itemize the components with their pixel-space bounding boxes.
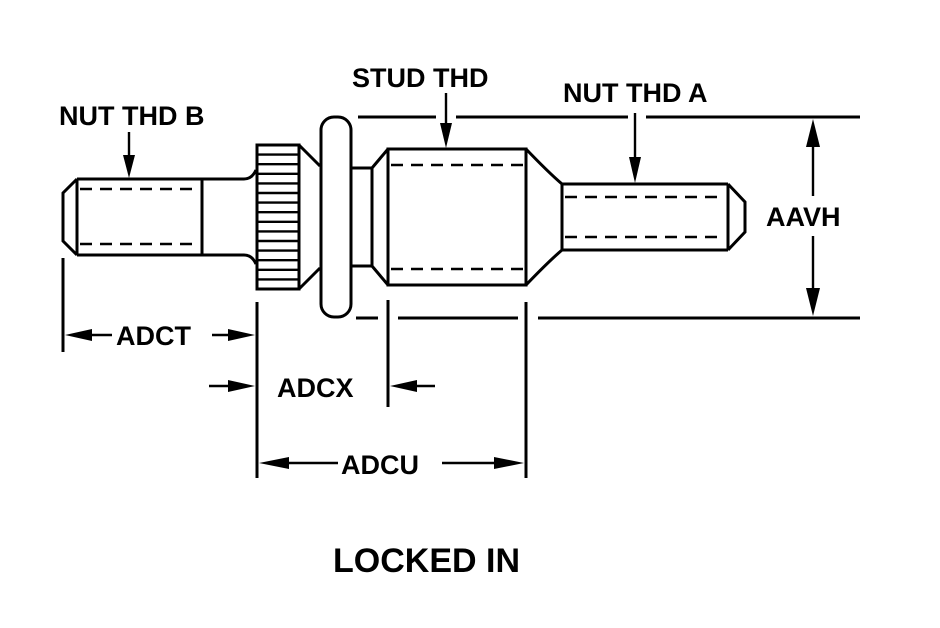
knurled-collar bbox=[255, 143, 322, 291]
nut-thd-b-callout: NUT THD B bbox=[59, 101, 204, 178]
neck-outline bbox=[351, 166, 372, 268]
adcx-label: ADCX bbox=[277, 373, 354, 403]
thread-b-outline bbox=[77, 169, 258, 265]
stud-thd-callout: STUD THD bbox=[352, 63, 489, 148]
neck bbox=[351, 148, 390, 286]
adcu-arrow-right-icon bbox=[494, 457, 524, 469]
knurl-lines bbox=[257, 153, 299, 281]
adcu-label: ADCU bbox=[341, 450, 419, 480]
stud-body bbox=[386, 147, 528, 287]
nut-thd-a-callout: NUT THD A bbox=[563, 78, 707, 183]
adct-arrow-left-icon bbox=[65, 329, 92, 341]
diagram-caption: LOCKED IN bbox=[333, 542, 520, 580]
stud-thd-label: STUD THD bbox=[352, 63, 489, 93]
adct-label: ADCT bbox=[116, 321, 191, 351]
adct-dimension: ADCT bbox=[65, 321, 255, 351]
aavh-arrow-up-icon bbox=[806, 119, 820, 147]
nut-thd-b-label: NUT THD B bbox=[59, 101, 204, 131]
adcu-dimension: ADCU bbox=[259, 450, 524, 480]
knurl-body bbox=[255, 143, 301, 291]
adcx-arrow-right-icon bbox=[228, 380, 255, 392]
stud-thread-body bbox=[386, 147, 528, 287]
aavh-dimension: AAVH bbox=[356, 115, 860, 320]
aavh-label: AAVH bbox=[766, 202, 841, 232]
nut-thread-a-section bbox=[524, 147, 747, 287]
adct-arrow-right-icon bbox=[228, 329, 255, 341]
stud-thd-arrow-icon bbox=[440, 123, 452, 148]
neck-chamfer bbox=[370, 148, 390, 286]
collar-taper bbox=[297, 143, 322, 291]
thread-b-chamfer bbox=[61, 177, 79, 257]
thread-a-taper bbox=[524, 147, 563, 287]
washer-flange bbox=[319, 115, 353, 319]
adcx-arrow-left-icon bbox=[390, 380, 417, 392]
aavh-arrow-down-icon bbox=[806, 288, 820, 316]
thread-a-chamfer bbox=[726, 182, 747, 252]
adcx-dimension: ADCX bbox=[209, 373, 435, 403]
nut-thread-b-section bbox=[61, 169, 258, 265]
nut-thd-a-arrow-icon bbox=[629, 157, 641, 183]
nut-thd-a-label: NUT THD A bbox=[563, 78, 707, 108]
thread-a-outline bbox=[562, 182, 728, 252]
adcu-arrow-left-icon bbox=[259, 457, 289, 469]
nut-thd-b-arrow-icon bbox=[123, 155, 135, 178]
